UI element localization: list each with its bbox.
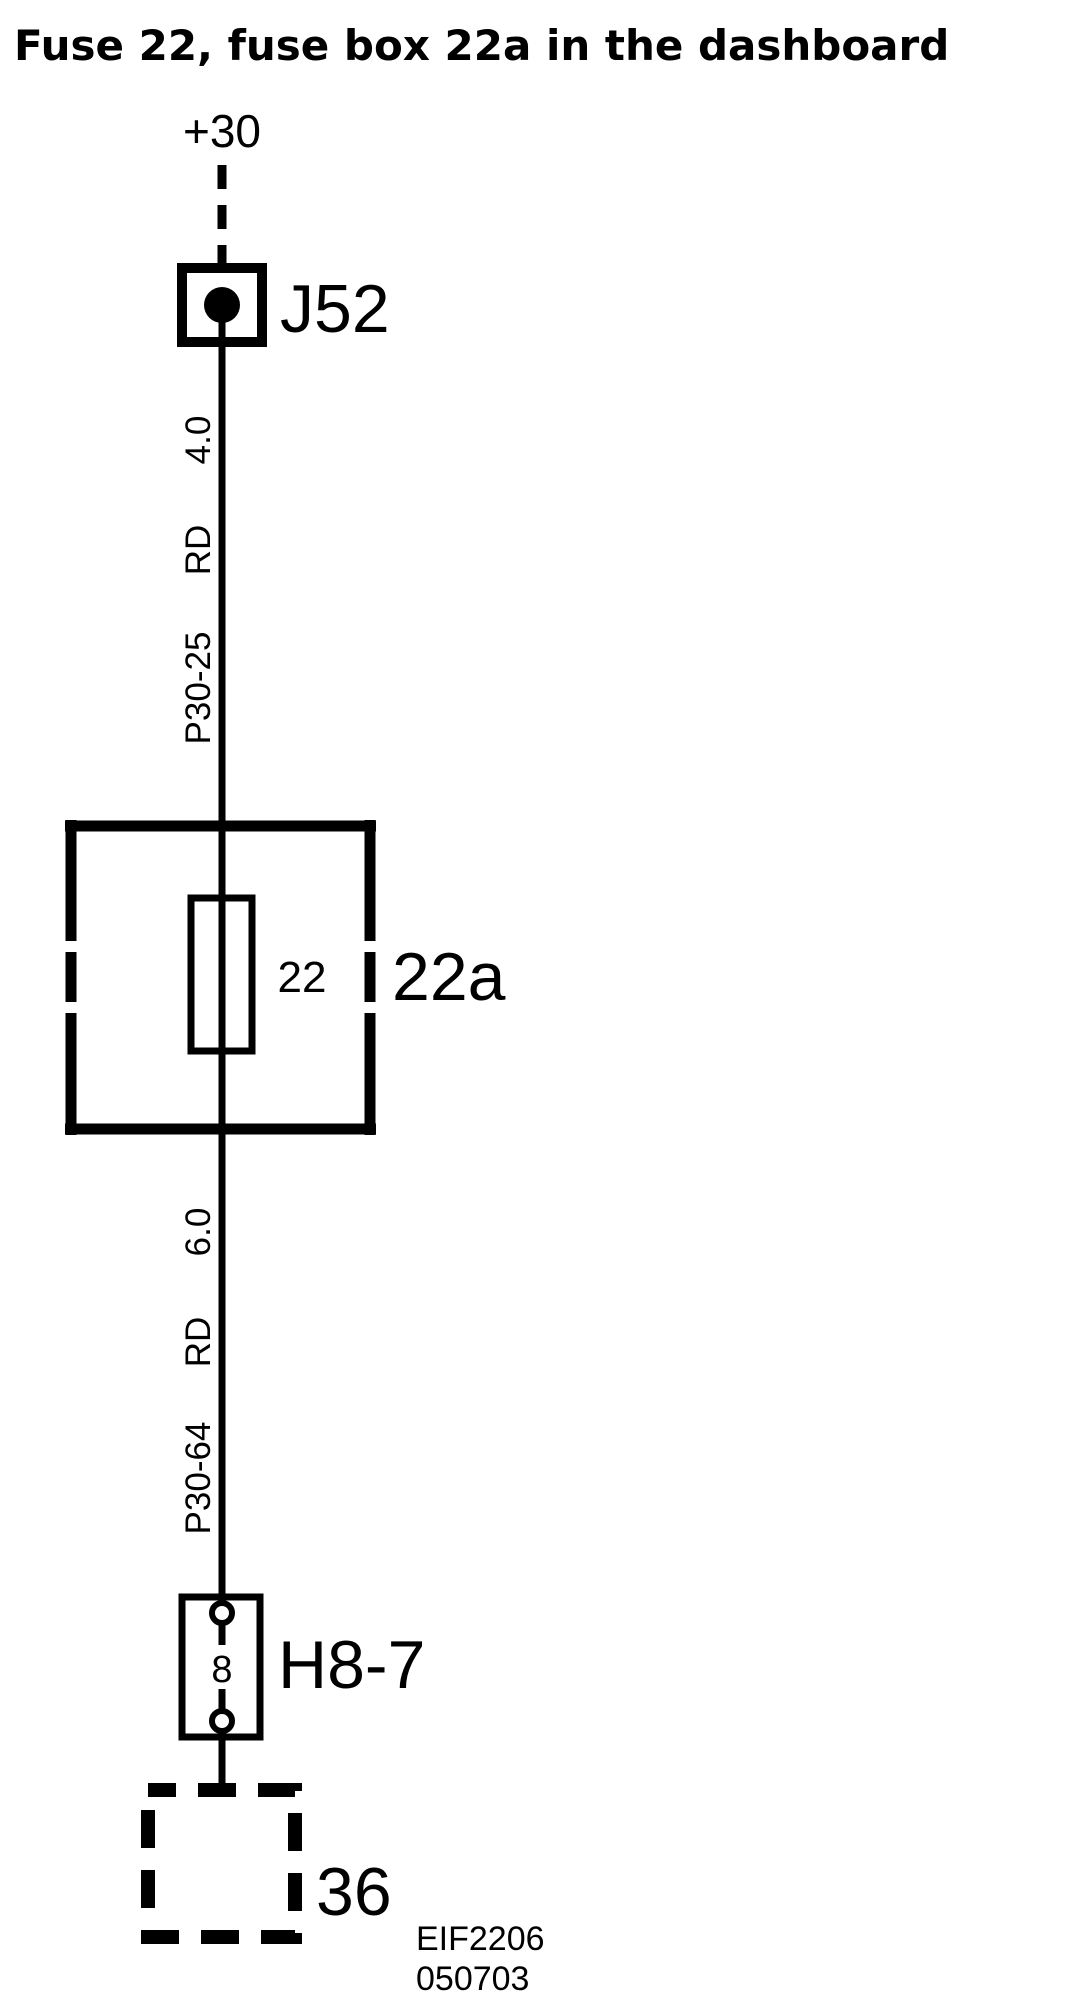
wire-top-color: RD <box>179 525 218 576</box>
h8-7-label: H8-7 <box>278 1627 425 1703</box>
h8-7-pin-label-bg <box>200 1645 244 1689</box>
fuse-box-side-ticks <box>65 952 376 1002</box>
component-36-label: 36 <box>316 1854 392 1930</box>
wire-bottom-id: P30-64 <box>179 1422 218 1535</box>
wire-bottom-size: 6.0 <box>179 1208 218 1257</box>
fuse-box-label: 22a <box>392 939 506 1015</box>
fuse-number-label: 22 <box>278 953 327 1002</box>
j52-label: J52 <box>280 271 390 347</box>
component-36-box <box>141 1783 302 1944</box>
drawing-ref-date: 050703 <box>416 1960 529 1998</box>
fuse-box-outline <box>65 820 376 1135</box>
h8-7-pin-top <box>209 1600 235 1626</box>
h8-7-pin-label: 8 <box>211 1649 232 1691</box>
diagram-title: Fuse 22, fuse box 22a in the dashboard <box>14 21 950 70</box>
drawing-ref-code: EIF2206 <box>416 1920 545 1958</box>
h8-7-pin-bottom <box>209 1708 235 1734</box>
wire-top-id: P30-25 <box>179 632 218 745</box>
wire-top-size: 4.0 <box>179 416 218 465</box>
supply-label: +30 <box>183 105 261 157</box>
wire-bottom-color: RD <box>179 1317 218 1368</box>
